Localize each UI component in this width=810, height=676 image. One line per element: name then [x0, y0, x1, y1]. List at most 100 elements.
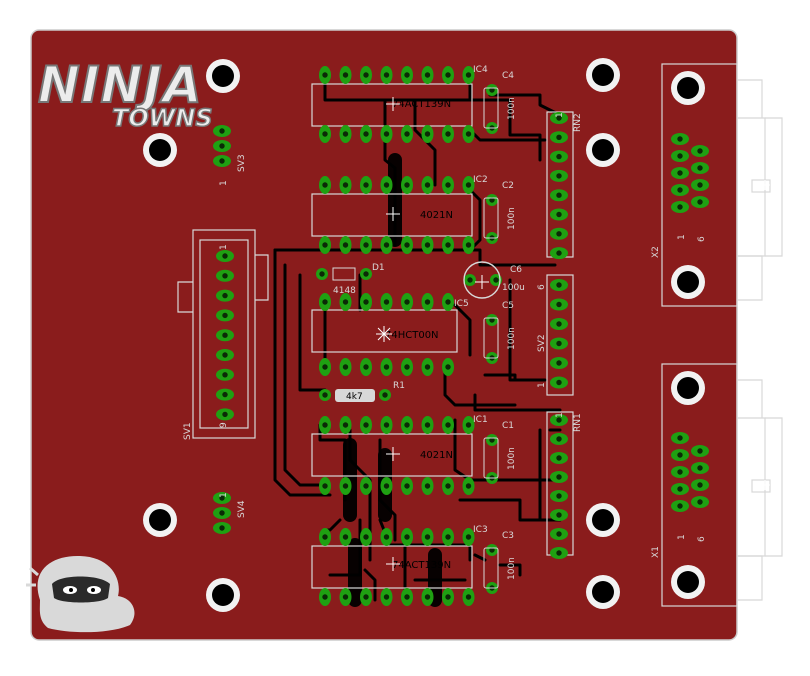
capacitor-labels: C4 100n C2 100n C6 100u C5 100n C1 100n … [502, 71, 525, 580]
pad-drill [383, 364, 390, 370]
pad-drill [322, 242, 328, 248]
sv2-pin6: 6 [537, 284, 547, 290]
mounting-hole-drill [677, 571, 699, 593]
pad-drill [556, 301, 562, 308]
pad-drill [677, 435, 683, 441]
pad-drill [322, 422, 328, 428]
pad-drill [697, 199, 703, 205]
sv4-label: SV4 [237, 500, 247, 518]
pad-drill [322, 483, 328, 489]
pad-drill [677, 452, 683, 458]
pad-drill [424, 131, 431, 137]
x1-pin6: 6 [697, 536, 707, 542]
pad-drill [697, 165, 703, 171]
pad-drill [319, 271, 325, 277]
pad-drill [363, 72, 369, 78]
pad-drill [556, 340, 562, 347]
pad-drill [219, 495, 225, 501]
pad-drill [382, 392, 388, 398]
pad-drill [489, 547, 495, 553]
chip-labels: IC4 74ACT139N IC2 4021N IC5 74HCT00N IC1… [385, 65, 488, 571]
traces [273, 73, 562, 607]
pad-drill [556, 211, 562, 218]
pad-drill [445, 72, 451, 78]
pad-drill [383, 182, 390, 188]
pad-drill [489, 437, 495, 443]
pad-drill [445, 422, 451, 428]
pad-drill [556, 192, 562, 198]
mounting-hole-drill [592, 581, 614, 603]
pad-drill [222, 352, 228, 358]
pad-drill [445, 182, 451, 188]
r1-value: 4k7 [346, 392, 363, 402]
pad-drill [424, 594, 431, 600]
pad-drill [489, 87, 495, 93]
pad-drill [404, 182, 410, 188]
pad-drill [363, 242, 369, 248]
c2-ref: C2 [502, 181, 514, 191]
pad-drill [342, 242, 349, 248]
c3-ref: C3 [502, 531, 514, 541]
pad-drill [445, 483, 451, 489]
pad-drill [222, 411, 228, 418]
ic5-value: 74HCT00N [385, 330, 439, 341]
mounting-hole-drill [212, 584, 234, 606]
chip-outlines [311, 83, 473, 589]
x1-label: X1 [651, 546, 661, 558]
component-pads [213, 66, 709, 606]
pad-drill [322, 182, 328, 188]
pad-drill [404, 483, 410, 489]
c1-value: 100n [507, 447, 517, 470]
pad-drill [222, 253, 228, 259]
pad-drill [677, 187, 683, 193]
pad-drill [383, 534, 390, 540]
pad-drill [222, 292, 228, 299]
pad-drill [445, 299, 451, 305]
pad-drill [404, 72, 410, 78]
pad-drill [556, 250, 562, 256]
pad-drill [219, 143, 225, 149]
pad-drill [697, 148, 703, 154]
pad-drill [383, 131, 390, 137]
pad-drill [404, 242, 410, 248]
pad-drill [424, 364, 431, 370]
pad-drill [322, 594, 328, 600]
pad-drill [556, 115, 562, 121]
pad-drill [383, 422, 390, 428]
pad-drill [363, 594, 369, 600]
x2-label: X2 [651, 246, 661, 258]
mounting-hole-drill [592, 509, 614, 531]
pad-drill [556, 282, 562, 288]
pad-drill [467, 277, 473, 283]
pad-drill [322, 299, 328, 305]
pad-drill [556, 231, 562, 237]
pad-drill [219, 158, 225, 164]
mounting-hole-drill [592, 139, 614, 161]
pad-drill [363, 534, 369, 540]
pad-drill [383, 299, 390, 305]
c6-value: 100u [502, 283, 525, 293]
pad-drill [424, 72, 431, 78]
pad-drill [342, 299, 349, 305]
pad-drill [677, 170, 683, 176]
ic3-value: 74ACT139N [392, 560, 451, 571]
pad-drill [424, 422, 431, 428]
ic2-value: 4021N [420, 210, 453, 221]
c6-ref: C6 [510, 265, 522, 275]
c5-value: 100n [507, 327, 517, 350]
sv2-pin1: 1 [537, 382, 547, 388]
pad-drill [465, 182, 472, 188]
pad-drill [445, 364, 451, 370]
ic1-ref: IC1 [473, 415, 488, 425]
pad-drill [322, 72, 328, 78]
pad-drill [222, 273, 228, 279]
pad-drill [465, 534, 472, 540]
pad-drill [556, 493, 562, 499]
pad-drill [677, 486, 683, 492]
x1-pin1: 1 [677, 534, 687, 540]
pad-drill [322, 392, 328, 398]
pad-drill [556, 512, 562, 518]
pad-drill [322, 131, 328, 137]
c2-value: 100n [507, 207, 517, 230]
